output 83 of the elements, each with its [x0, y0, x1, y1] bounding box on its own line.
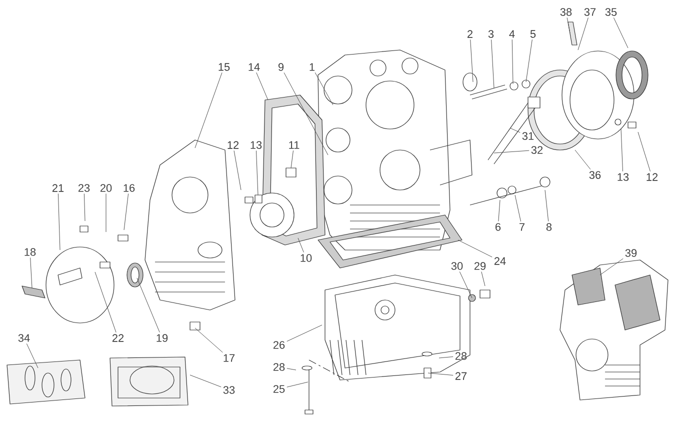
callout-number: 10	[300, 254, 312, 262]
callout-number: 28	[455, 352, 467, 360]
callout-number: 8	[546, 223, 552, 231]
leader-line	[638, 132, 650, 172]
callout-number: 39	[625, 249, 637, 257]
leader-line	[526, 39, 532, 82]
leader-line	[190, 374, 222, 388]
callout-number: 4	[509, 30, 515, 38]
leader-line	[30, 257, 32, 288]
callout-number: 26	[273, 341, 285, 349]
callout-number: 30	[451, 262, 463, 270]
callout-number: 17	[224, 354, 235, 362]
leader-line	[510, 128, 520, 133]
callout-number: 3	[488, 30, 494, 38]
callout-number: 19	[156, 334, 168, 342]
callout-number: 31	[522, 132, 534, 140]
leader-line	[290, 150, 294, 168]
leader-line	[286, 368, 296, 370]
leader-line	[494, 150, 530, 154]
leader-line	[286, 324, 322, 342]
leader-line	[136, 278, 160, 333]
callout-number: 23	[78, 184, 90, 192]
leader-line	[124, 193, 129, 230]
leader-line	[574, 150, 591, 170]
callout-number: 12	[646, 173, 658, 181]
leader-line	[514, 194, 522, 222]
leader-line	[566, 17, 570, 34]
callout-number: 15	[218, 63, 230, 71]
leader-line	[26, 343, 38, 368]
leader-line	[491, 39, 494, 88]
leader-line	[544, 190, 549, 222]
leader-line	[194, 72, 222, 148]
leader-line	[58, 193, 60, 250]
leader-line	[298, 238, 304, 253]
callout-number: 20	[100, 184, 112, 192]
callout-number: 16	[124, 184, 135, 192]
leader-line	[470, 39, 474, 82]
leader-line	[613, 17, 628, 48]
leader-line	[459, 271, 472, 298]
callout-number: 7	[520, 223, 524, 231]
callout-number: 32	[531, 146, 543, 154]
callout-number: 9	[278, 63, 284, 71]
callout-number: 33	[223, 386, 235, 394]
leader-line	[458, 240, 492, 258]
callout-number: 24	[494, 257, 506, 265]
callout-number: 1	[310, 63, 315, 71]
callout-number: 22	[112, 334, 124, 342]
leader-line	[481, 271, 486, 286]
callout-number: 18	[24, 248, 36, 256]
callout-number: 25	[273, 385, 285, 393]
callout-number: 34	[18, 334, 30, 342]
callout-number: 21	[52, 184, 64, 192]
callout-number: 12	[228, 141, 239, 149]
callout-number: 5	[530, 30, 536, 38]
callout-number: 37	[584, 8, 596, 16]
leader-line	[314, 72, 334, 106]
leader-line	[600, 258, 624, 276]
callout-number: 6	[496, 223, 501, 231]
leader-line	[620, 128, 624, 172]
callout-number: 28	[273, 363, 285, 371]
callout-number: 11	[289, 141, 300, 149]
leader-line	[256, 150, 258, 196]
callout-number: 14	[248, 63, 260, 71]
callout-number: 38	[560, 8, 572, 16]
leader-line	[234, 150, 242, 190]
leader-line	[284, 72, 328, 156]
callout-number: 13	[618, 173, 629, 181]
leader-line	[94, 272, 116, 333]
callout-number: 13	[250, 141, 262, 149]
leader-line	[428, 372, 454, 376]
leader-line	[512, 39, 514, 84]
leader-line	[286, 382, 308, 388]
callout-number: 2	[468, 30, 472, 38]
leader-line	[578, 17, 588, 50]
callout-number: 29	[474, 262, 486, 270]
callout-number: 35	[605, 8, 617, 16]
leader-line	[194, 328, 223, 353]
leader-line	[256, 72, 268, 100]
callout-number: 27	[455, 372, 467, 380]
leader-line	[438, 356, 454, 358]
callout-number: 36	[589, 171, 601, 179]
leader-line	[498, 200, 500, 222]
leader-line	[84, 193, 86, 222]
